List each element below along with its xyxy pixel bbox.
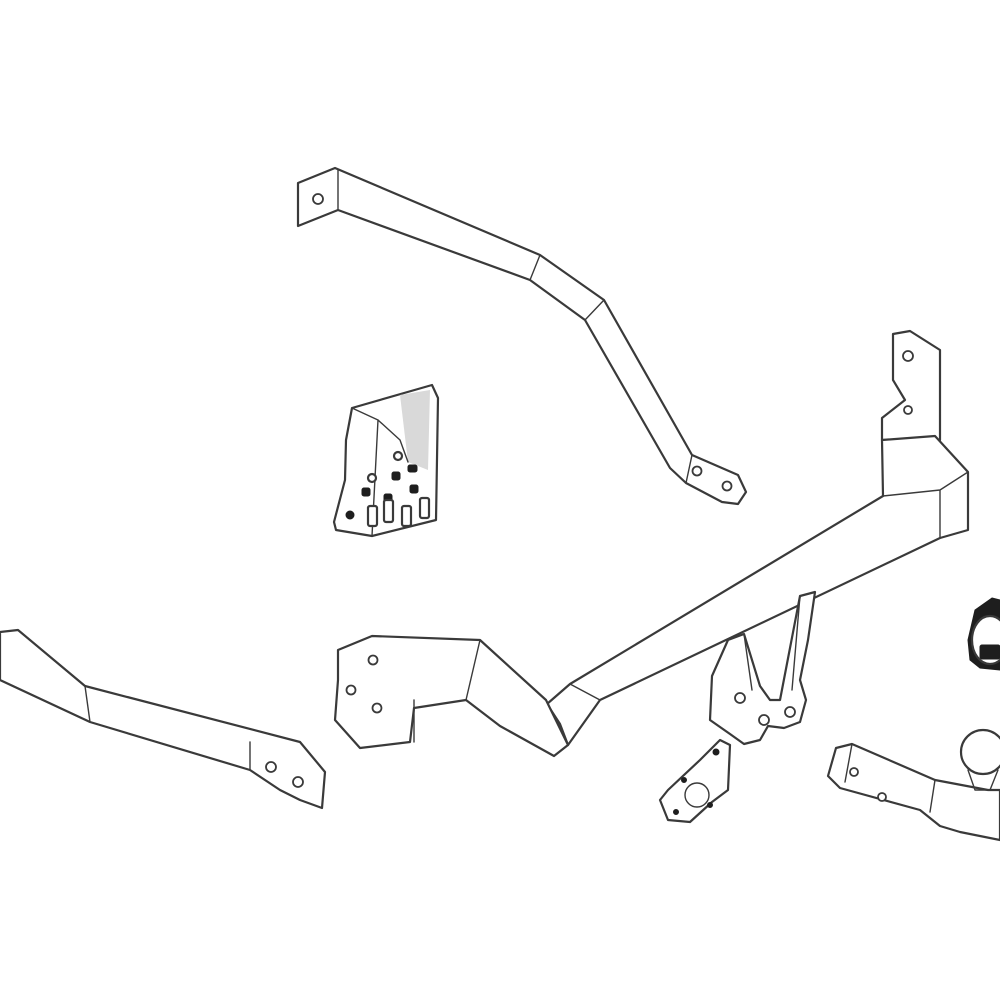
tow-ball-neck [826,728,1000,842]
electrical-socket [967,597,1000,671]
crossbar [333,329,970,758]
upper-side-bracket [296,166,748,506]
lower-side-bracket [0,628,327,810]
socket-plate [658,738,732,824]
fitting-kit-bag [332,383,440,538]
